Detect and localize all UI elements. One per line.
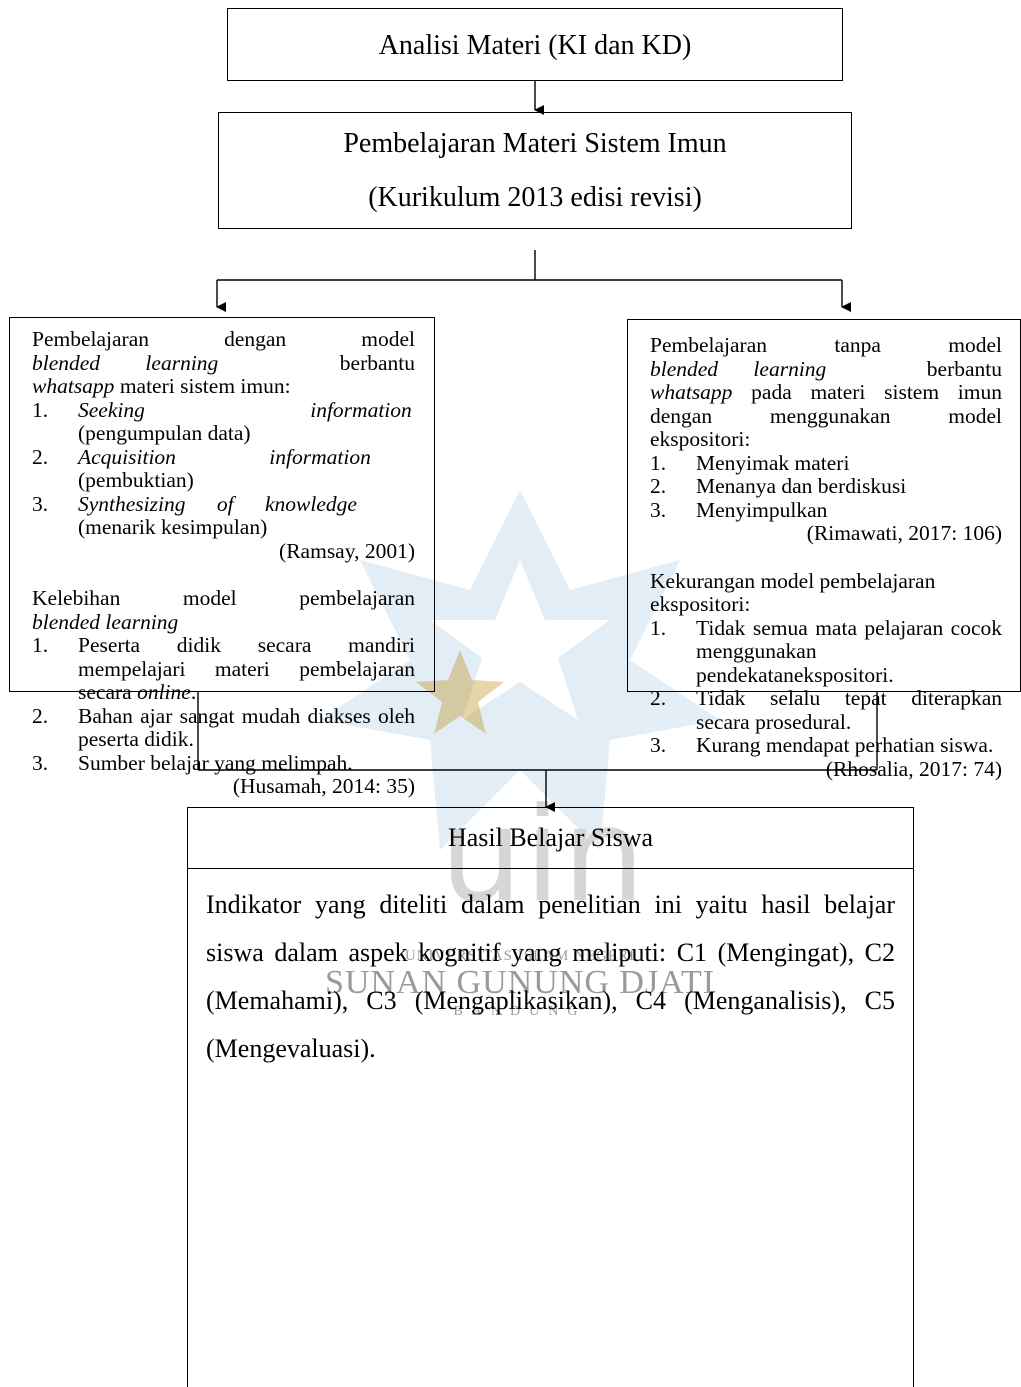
right-dis-1: 1.Tidak semua mata pelajaran cocok mengg…	[650, 615, 1002, 687]
left-intro-line2: blended learning berbantu	[32, 350, 415, 376]
right-intro-term: blended learning	[650, 356, 827, 381]
learning-outcome-box: Hasil Belajar Siswa Indikator yang ditel…	[187, 807, 914, 1387]
left-step-3-en: Synthesizing of knowledge	[78, 491, 357, 516]
left-steps-list: 1. Seeking information (pengumpulan data…	[32, 397, 415, 540]
learning-material-line2: (Kurikulum 2013 edisi revisi)	[368, 182, 702, 213]
right-citation-1: (Rimawati, 2017: 106)	[806, 521, 1002, 545]
left-step-3-id: (menarik kesimpulan)	[78, 515, 268, 539]
analysis-box-label: Analisi Materi (KI dan KD)	[378, 30, 692, 61]
left-step-2: 2. Acquisition information (pembuktian)	[32, 444, 415, 493]
analysis-box: Analisi Materi (KI dan KD)	[227, 8, 843, 81]
left-step-2-id: (pembuktian)	[78, 468, 194, 492]
left-adv-title-line2: blended learning	[32, 609, 179, 634]
right-dis-3: 3.Kurang mendapat perhatian siswa.	[650, 733, 994, 757]
left-adv-list: 1. Peserta didik secara mandiri mempelaj…	[32, 633, 415, 775]
left-citation-2: (Husamah, 2014: 35)	[232, 774, 415, 798]
right-step-2: 2.Menanya dan berdiskusi	[650, 474, 907, 498]
left-intro-line1: Pembelajaran dengan model	[32, 327, 415, 351]
right-intro-rest: pada materi sistem imun dengan menggunak…	[650, 380, 1002, 451]
right-dis-list: 1.Tidak semua mata pelajaran cocok mengg…	[650, 615, 1002, 758]
learning-material-box: Pembelajaran Materi Sistem Imun (Kurikul…	[218, 112, 852, 229]
right-step-3: 3.Menyimpulkan	[650, 497, 828, 522]
right-dis-2: 2.Tidak selalu tepat diterapkan secara p…	[650, 686, 1002, 734]
right-intro-app: whatsapp	[650, 380, 733, 404]
right-intro-line1: Pembelajaran tanpa model	[650, 333, 1002, 357]
right-citation-2: (Rhosalia, 2017: 74)	[825, 756, 1002, 781]
right-intro-line3: whatsapp pada materi sistem imun dengan …	[650, 380, 1002, 452]
left-step-1-en: Seeking information	[78, 397, 412, 422]
right-intro-line2: blended learning berbantu	[650, 356, 1002, 382]
expository-box: Pembelajaran tanpa model blended learnin…	[627, 319, 1021, 780]
right-steps-list: 1.Menyimak materi 2.Menanya dan berdisku…	[650, 450, 1002, 523]
learning-outcome-title: Hasil Belajar Siswa	[188, 808, 913, 869]
left-step-3: 3. Synthesizing of knowledge (menarik ke…	[32, 491, 415, 540]
left-step-2-en: Acquisition information	[78, 444, 371, 469]
blended-learning-box: Pembelajaran dengan model blended learni…	[9, 317, 435, 798]
left-citation-1: (Ramsay, 2001)	[279, 538, 415, 563]
learning-material-line1: Pembelajaran Materi Sistem Imun	[343, 128, 727, 159]
left-intro-rest: materi sistem imun:	[114, 374, 291, 398]
left-intro-aid: berbantu	[339, 350, 415, 375]
left-intro-app: whatsapp	[32, 374, 115, 398]
left-step-1: 1. Seeking information (pengumpulan data…	[32, 397, 415, 446]
learning-outcome-text: Indikator yang diteliti dalam penelitian…	[206, 890, 895, 1063]
left-intro-line3: whatsapp materi sistem imun:	[32, 374, 415, 399]
left-intro-term: blended learning	[32, 350, 219, 375]
right-step-1: 1.Menyimak materi	[650, 450, 850, 475]
right-intro-aid: berbantu	[926, 356, 1002, 381]
left-adv-1: 1. Peserta didik secara mandiri mempelaj…	[32, 633, 415, 704]
left-adv-3: 3. Sumber belajar yang melimpah.	[32, 750, 353, 775]
left-step-1-id: (pengumpulan data)	[78, 421, 251, 445]
right-dis-title: Kekurangan model pembelajaran ekspositor…	[650, 568, 936, 616]
left-adv-title-line1: Kelebihan model pembelajaran	[32, 586, 415, 610]
left-adv-2: 2. Bahan ajar sangat mudah diakses oleh …	[32, 703, 415, 751]
